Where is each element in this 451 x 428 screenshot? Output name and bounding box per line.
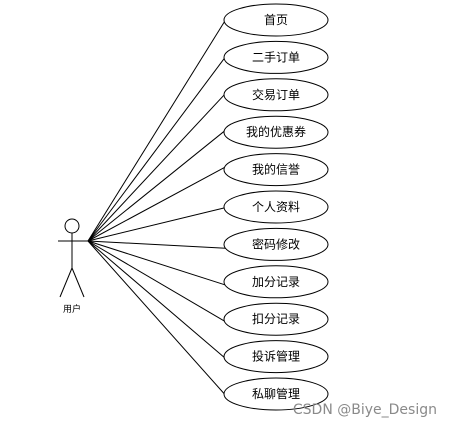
use-case-label: 扣分记录 [252, 312, 300, 326]
association-line [87, 53, 229, 242]
use-case: 扣分记录 [223, 302, 329, 336]
actor-label: 用户 [63, 303, 81, 315]
actor-head [64, 218, 80, 234]
use-case-ellipse [223, 40, 329, 74]
use-case-label: 密码修改 [252, 236, 300, 251]
association-line [87, 240, 229, 324]
use-case-label: 二手订单 [252, 50, 300, 64]
use-case-label: 个人资料 [252, 200, 300, 214]
association-lines [87, 15, 229, 399]
use-case-ellipse [223, 340, 329, 374]
use-case-ellipse [223, 227, 329, 261]
use-case-ellipse [223, 377, 329, 411]
association-line [87, 240, 229, 249]
use-case-ellipse [223, 190, 329, 224]
use-cases: 首页二手订单交易订单我的优惠券我的信誉个人资料密码修改加分记录扣分记录投诉管理私… [223, 3, 329, 411]
use-case: 我的信誉 [223, 153, 329, 187]
use-case-label: 私聊管理 [252, 386, 300, 401]
association-line [87, 206, 229, 242]
use-case: 加分记录 [223, 265, 329, 299]
use-case-ellipse [223, 78, 329, 112]
use-case-label: 首页 [264, 13, 288, 27]
use-case-ellipse [223, 265, 329, 299]
association-line [87, 15, 229, 242]
association-line [87, 90, 229, 242]
actor-user: 用户 [58, 218, 88, 315]
use-case-label: 我的信誉 [252, 162, 300, 177]
association-line [87, 240, 229, 287]
use-case-label: 加分记录 [252, 275, 300, 289]
association-line [87, 240, 229, 361]
use-case-ellipse [223, 115, 329, 149]
association-line [87, 240, 229, 399]
use-case-label: 交易订单 [252, 87, 300, 102]
use-case-label: 我的优惠券 [246, 124, 306, 139]
use-case: 二手订单 [223, 40, 329, 74]
use-case: 密码修改 [223, 227, 329, 261]
association-line [87, 165, 229, 242]
use-case: 私聊管理 [223, 377, 329, 411]
use-case-label: 投诉管理 [252, 349, 300, 364]
use-case: 我的优惠券 [223, 115, 329, 149]
use-case-ellipse [223, 153, 329, 187]
actor-left-leg [59, 267, 73, 298]
use-case-ellipse [223, 302, 329, 336]
use-case: 交易订单 [223, 78, 329, 112]
association-line [87, 127, 229, 242]
use-case-ellipse [223, 3, 329, 37]
watermark: CSDN @Biye_Design [293, 402, 437, 418]
actor-right-leg [71, 267, 85, 298]
use-case: 投诉管理 [223, 340, 329, 374]
use-case: 首页 [223, 3, 329, 37]
use-case: 个人资料 [223, 190, 329, 224]
